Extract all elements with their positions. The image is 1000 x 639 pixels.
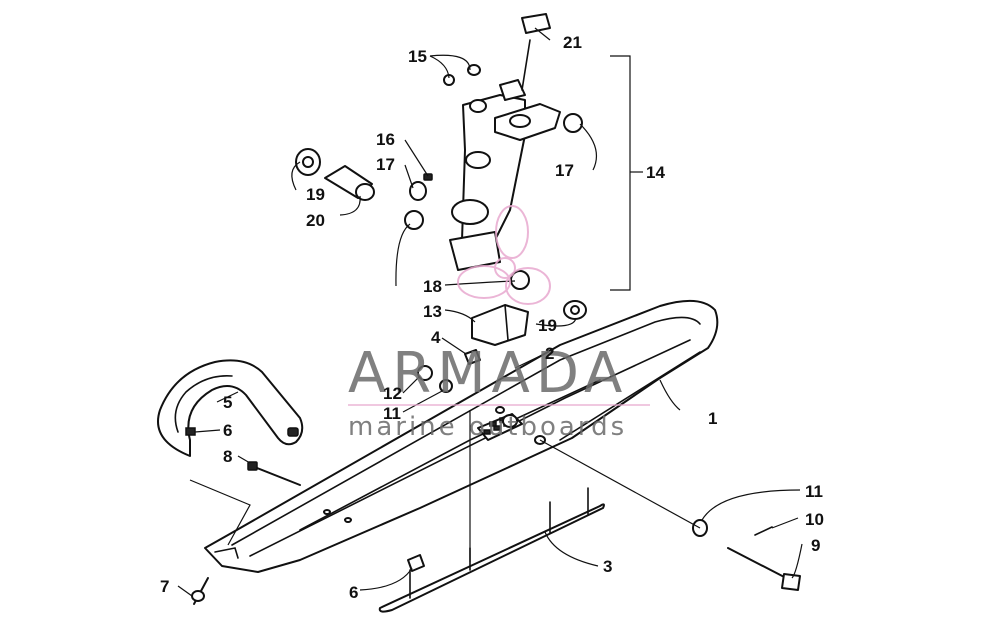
- bushing-left-19: [295, 148, 321, 176]
- callout-7: 7: [160, 577, 169, 596]
- sleeve-20: [324, 165, 375, 201]
- nut-6-lower: [407, 554, 425, 572]
- callout-21: 21: [563, 33, 582, 52]
- screw-7: [191, 577, 209, 605]
- callout-11-bottom: 11: [805, 482, 823, 501]
- callout-18: 18: [423, 277, 442, 296]
- bushing-18-right: [510, 270, 530, 290]
- callout-19-right: 19: [538, 316, 557, 335]
- lock-nut-12: [417, 365, 433, 381]
- callout-17-right: 17: [555, 161, 574, 180]
- callout-10: 10: [805, 510, 824, 529]
- bushing-17-left: [409, 181, 427, 201]
- callout-20: 20: [306, 211, 325, 230]
- callout-6-top: 6: [223, 421, 232, 440]
- nut-4: [464, 349, 481, 365]
- callout-15: 15: [408, 47, 427, 66]
- callout-9: 9: [811, 536, 820, 555]
- callout-8: 8: [223, 447, 232, 466]
- callout-2: 2: [545, 344, 554, 363]
- callout-12: 12: [383, 384, 402, 403]
- nut-6-handle: [185, 427, 196, 436]
- pin-10: [754, 526, 773, 536]
- washer-11-top: [439, 379, 453, 393]
- callout-4: 4: [431, 328, 441, 347]
- leader-lines: [177, 27, 803, 597]
- watermark-logo: ARMADA marine outboards: [348, 205, 650, 442]
- callout-13: 13: [423, 302, 442, 321]
- wear-rod: [378, 487, 605, 613]
- callout-labels: 21 15 16 17 17 14 19 20 18 13 19 4 2 12 …: [160, 33, 824, 602]
- callout-19-left: 19: [306, 185, 325, 204]
- bushing-17-right: [563, 113, 583, 133]
- watermark-tagline: marine outboards: [348, 412, 627, 442]
- watermark-flower-icon: [457, 205, 551, 305]
- damper-block: [471, 304, 529, 346]
- ski-handle: [157, 359, 304, 457]
- callout-11-top: 11: [383, 404, 401, 423]
- callout-14: 14: [646, 163, 665, 182]
- callout-5: 5: [223, 393, 232, 412]
- nuts-15: [443, 64, 481, 86]
- callout-6-bottom: 6: [349, 583, 358, 602]
- callout-1: 1: [708, 409, 717, 428]
- bushing-right-19: [563, 300, 587, 320]
- callout-3: 3: [603, 557, 612, 576]
- callout-16: 16: [376, 130, 395, 149]
- watermark-brand: ARMADA: [348, 341, 628, 406]
- bolt-8: [247, 461, 301, 486]
- spindle-assembly: [449, 13, 561, 271]
- callout-17-left: 17: [376, 155, 395, 174]
- bolt-9: [727, 547, 801, 591]
- grease-fitting-16: [423, 173, 433, 181]
